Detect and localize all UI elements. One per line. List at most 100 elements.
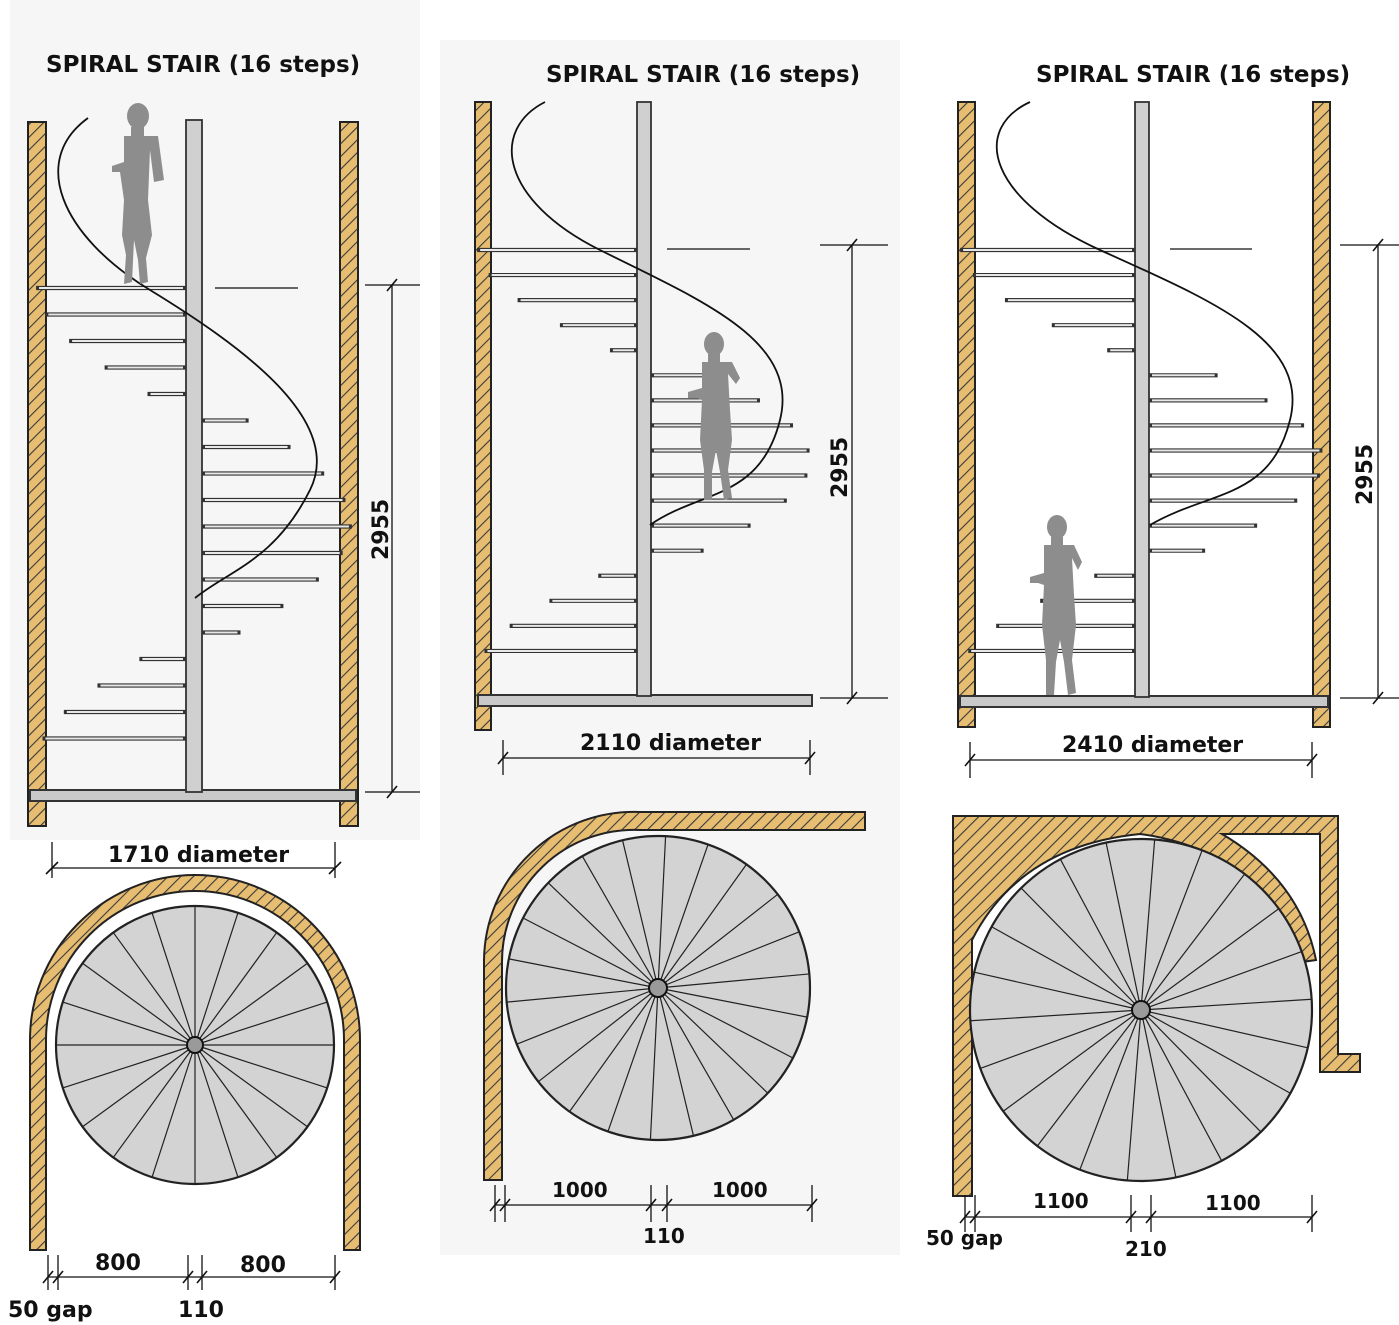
plan-tread-line [62,1044,196,1089]
plan-tread-line [569,987,659,1112]
plan-wall [483,810,866,1181]
column-dimension: 110 [643,1224,685,1248]
plan-tread-line [516,987,659,1045]
panel-2: SPIRAL STAIR (16 steps) 2955 2110 diamet… [474,62,888,1248]
left-dimension: 1000 [552,1178,608,1202]
tread-lines [970,839,1312,1181]
plan-tread-line [657,844,709,989]
plan-wall [29,874,361,1251]
right-dimension: 1100 [1205,1191,1261,1215]
panel-1: SPIRAL STAIR (16 steps) 2955 1710 [8,52,420,1323]
tread-lines [506,836,810,1140]
plan-tread-line [1126,1009,1142,1181]
tread-lines [56,906,334,1184]
height-label: 2955 [1353,444,1378,505]
plan-tread-line [506,987,659,1003]
column-dimension: 210 [1125,1237,1167,1261]
plan-tread-line [194,932,278,1046]
plan-tread-line [537,987,659,1083]
center-column [185,119,203,793]
right-dimension: 1000 [712,1178,768,1202]
plan-tread-line [82,1044,196,1128]
panel-3-title: SPIRAL STAIR (16 steps) [1036,62,1350,88]
plan-tread-line [194,1044,239,1178]
panel-2-title: SPIRAL STAIR (16 steps) [546,62,860,88]
plan-tread-line [112,932,196,1046]
plan-tread-line [657,973,810,989]
plan-tread-line [1140,1009,1223,1162]
plan-tread-line [1140,1009,1308,1049]
plan-tread-line [62,1001,196,1046]
plan-tread-line [1140,873,1246,1011]
plan-tread-line [1140,839,1156,1011]
plan-tread-line [1140,1009,1291,1094]
gap-label: 50 gap [926,1226,1003,1250]
plan-tread-line [508,958,659,989]
diameter-label: 1710 diameter [108,843,289,868]
plan-tread-line [82,962,196,1046]
plan-tread-line [657,893,779,989]
plan-tread-line [1140,1009,1262,1133]
plan-tread-line [194,1044,308,1128]
height-label: 2955 [369,499,394,560]
plan-tread-line [1002,1009,1142,1112]
plan-tread-line [980,1009,1142,1069]
plan-tread-line [1059,858,1142,1011]
column-dimension: 110 [178,1298,224,1323]
plan-tread-line [1140,1009,1177,1178]
plan-tread-line [649,987,659,1140]
person-silhouette [112,103,164,284]
plan-tread-line [657,864,747,989]
diameter-label: 2410 diameter [1062,733,1243,758]
right-wall [1312,101,1331,728]
plan-tread-line [657,931,800,989]
left-wall [957,101,976,728]
plan-tread-line [1079,1009,1142,1170]
handrail [57,117,318,599]
plan-tread-line [151,1044,196,1178]
plan-tread-line [657,836,667,989]
plan-tread-line [194,1001,328,1046]
left-dimension: 800 [95,1251,141,1276]
plan-tread-line [194,1044,328,1089]
person-silhouette [688,332,740,500]
right-wall [339,121,359,827]
plan-tread-line [1140,998,1312,1011]
plan-tread-line [970,1009,1142,1022]
gap-label: 50 gap [8,1298,93,1323]
handrail [510,101,784,526]
plan-tread-line [194,1044,278,1158]
plan-column-hub [1131,1000,1151,1020]
panel-1-title: SPIRAL STAIR (16 steps) [46,52,360,78]
plan-tread-line [194,912,239,1046]
plan-tread-line [607,987,659,1132]
left-wall [27,121,47,827]
plan-tread-line [657,987,808,1018]
steps [36,285,352,741]
left-dimension: 1100 [1033,1189,1089,1213]
plan-tread-line [621,840,659,989]
plan-tread-line [657,987,769,1094]
plan-tread-line [194,962,308,1046]
center-column [1134,101,1150,698]
steps [960,247,1323,654]
plan-tread-line [1020,887,1142,1011]
right-dimension: 800 [240,1253,286,1278]
plan-tread-line [547,882,659,989]
plan-column-hub [186,1036,204,1054]
plan-tread-line [1140,850,1203,1011]
diameter-label: 2110 diameter [580,731,761,756]
plan-tread-line [1140,908,1280,1011]
left-wall [474,101,492,731]
plan-tread-line [112,1044,196,1158]
handrail [995,101,1294,526]
steps [477,247,810,654]
plan-column-hub [648,978,668,998]
panel-3: SPIRAL STAIR (16 steps) 2955 2410 diamet… [926,62,1399,1261]
plan-tread-line [974,971,1142,1011]
plan-tread-line [151,912,196,1046]
height-label: 2955 [828,437,853,498]
plan-tread-line [522,917,659,989]
plan-tread-line [657,987,794,1059]
